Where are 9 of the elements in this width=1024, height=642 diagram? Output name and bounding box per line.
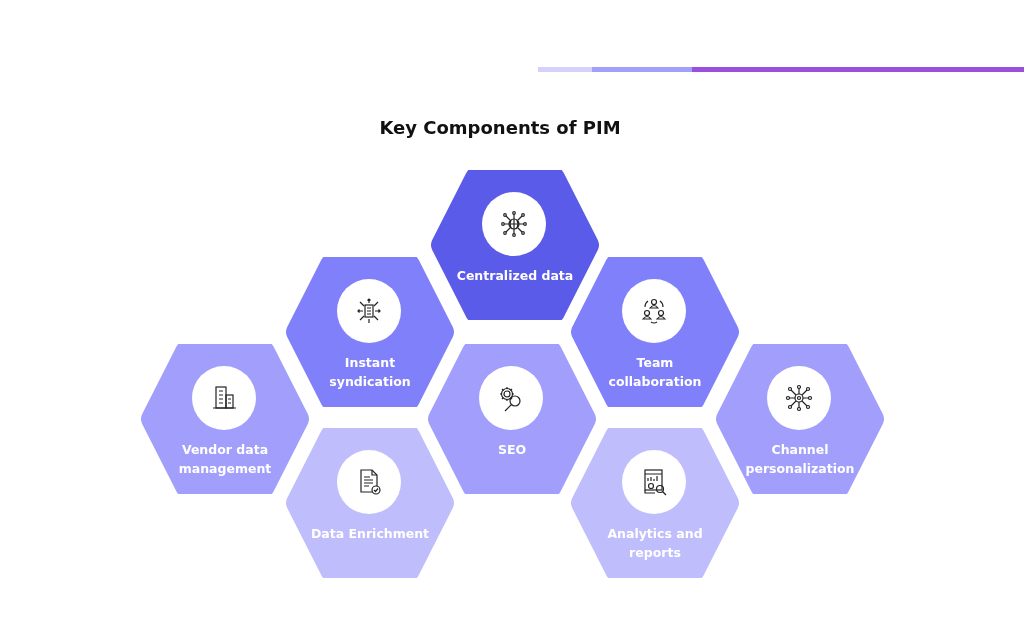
component-label: Analytics and reports	[606, 525, 704, 562]
component-label: Data Enrichment	[309, 525, 431, 543]
component-label: Vendor data management	[177, 441, 273, 478]
component-label: Instant syndication	[328, 354, 412, 391]
diagram-title: Key Components of PIM	[378, 117, 622, 138]
component-label: Centralized data	[455, 267, 575, 285]
component-label: Channel personalization	[744, 441, 856, 478]
component-label: SEO	[496, 441, 528, 459]
component-label: Team collaboration	[607, 354, 703, 391]
